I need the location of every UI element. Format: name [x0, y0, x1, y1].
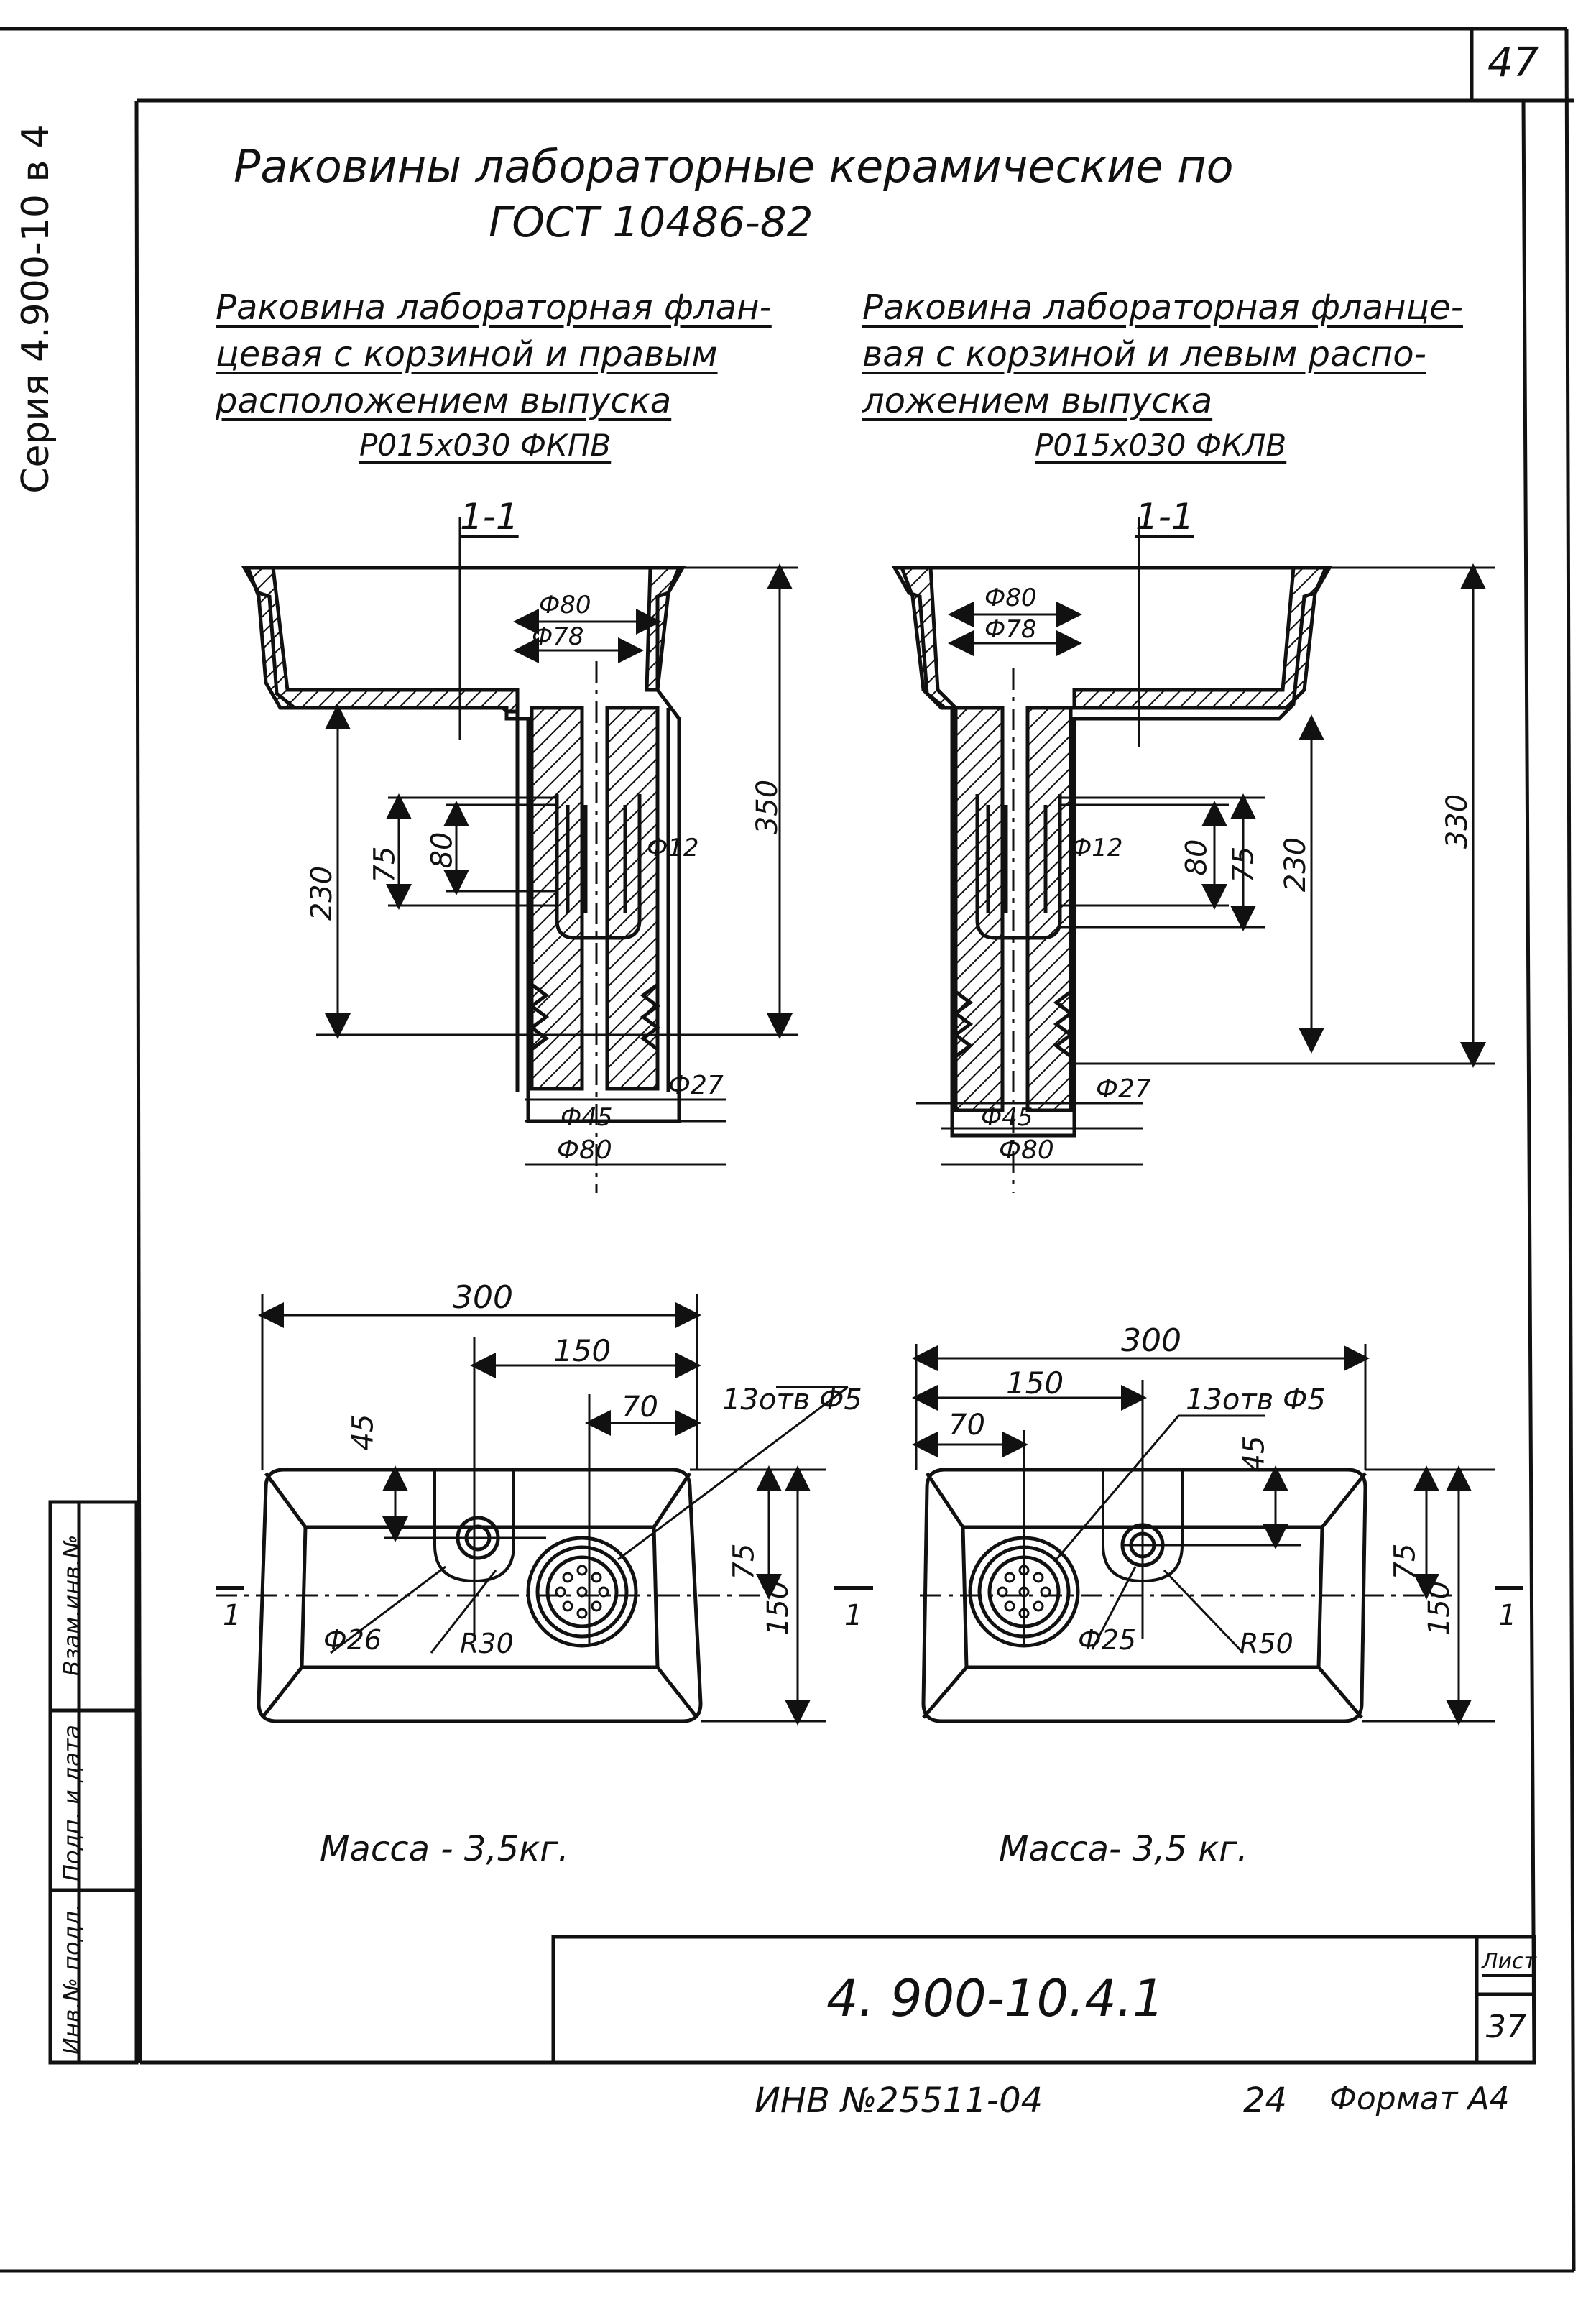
- right-caption-line-2: вая с корзиной и левым распо-: [862, 334, 1426, 374]
- right-mass: Масса- 3,5 кг.: [999, 1829, 1248, 1869]
- left-dim-v45: 45: [346, 1414, 380, 1451]
- series-label: Серия 4.900-10 в 4: [14, 124, 57, 494]
- left-caption-designation: Р015х030 ФКПВ: [359, 428, 612, 463]
- right-dim-d25: Ф25: [1078, 1624, 1137, 1656]
- sheet-number: 47: [1487, 40, 1539, 86]
- right-plan-drawing: [912, 1344, 1523, 1726]
- right-section-drawing: [891, 517, 1495, 1193]
- right-dim-w300: 300: [1121, 1322, 1181, 1359]
- left-caption-line-1: Раковина лабораторная флан-: [216, 287, 772, 328]
- left-dim-holes: 13отв Ф5: [722, 1383, 862, 1416]
- right-dim-d80-bottom: Ф80: [999, 1135, 1054, 1165]
- left-dim-h230: 230: [305, 865, 339, 921]
- left-plan-drawing: [216, 1294, 873, 1726]
- left-caption-line-3: расположением выпуска: [216, 381, 672, 421]
- left-dim-d45: Ф45: [561, 1103, 613, 1132]
- right-dim-w70: 70: [949, 1409, 985, 1442]
- left-dim-d80-bottom: Ф80: [557, 1135, 612, 1165]
- sheet-label: Лист: [1482, 1949, 1537, 1974]
- page-subtitle: ГОСТ 10486-82: [489, 198, 813, 247]
- left-dim-r30: R30: [460, 1628, 514, 1659]
- right-cut-mark: 1: [1498, 1599, 1517, 1632]
- right-caption-line-1: Раковина лабораторная фланце-: [862, 287, 1463, 328]
- left-dim-h350: 350: [751, 779, 785, 835]
- right-dim-d45: Ф45: [981, 1103, 1033, 1132]
- left-caption-line-2: цевая с корзиной и правым: [216, 334, 718, 374]
- right-dim-holes: 13отв Ф5: [1186, 1383, 1326, 1416]
- right-caption-line-3: ложением выпуска: [862, 381, 1213, 421]
- right-dim-w150: 150: [1006, 1365, 1064, 1401]
- left-dim-v150: 150: [762, 1580, 795, 1636]
- left-cut-mark-left: 1: [223, 1599, 241, 1632]
- footer-number: 24: [1243, 2081, 1288, 2121]
- left-mass: Масса - 3,5кг.: [320, 1829, 569, 1869]
- right-dim-d80-top: Ф80: [984, 584, 1037, 612]
- right-dim-v75: 75: [1388, 1543, 1422, 1580]
- right-dim-d78-top: Ф78: [984, 615, 1037, 644]
- left-dim-w70: 70: [622, 1391, 658, 1424]
- right-dim-r50: R50: [1240, 1628, 1293, 1659]
- right-dim-d27: Ф27: [1096, 1074, 1151, 1104]
- frame: [0, 27, 1576, 2273]
- left-cut-mark-right: 1: [844, 1599, 863, 1632]
- right-dim-v45: 45: [1237, 1435, 1271, 1473]
- right-dim-d12: Ф12: [1071, 834, 1123, 862]
- document-designation: 4. 900-10.4.1: [826, 1969, 1165, 2028]
- left-dim-w300: 300: [453, 1279, 513, 1316]
- side-stamp-original-inv: Инв.№ подл.: [58, 1903, 86, 2055]
- sheet-value: 37: [1486, 2009, 1526, 2045]
- right-dim-h75: 75: [1227, 846, 1260, 883]
- right-dim-v150: 150: [1423, 1580, 1457, 1636]
- right-section-mark: 1-1: [1135, 496, 1194, 538]
- left-dim-d78-top: Ф78: [532, 622, 584, 651]
- right-caption-designation: Р015х030 ФКЛВ: [1035, 428, 1287, 463]
- left-dim-h75: 75: [368, 846, 402, 883]
- right-dim-h230: 230: [1279, 837, 1313, 893]
- footer-inventory: ИНВ №25511-04: [755, 2081, 1043, 2121]
- side-stamp-signature-date: Подп. и дата: [58, 1725, 86, 1881]
- right-dim-h80: 80: [1180, 839, 1214, 876]
- left-dim-d12: Ф12: [647, 834, 699, 862]
- left-dim-w150: 150: [553, 1333, 612, 1368]
- footer-format: Формат А4: [1329, 2081, 1510, 2117]
- left-section-drawing: [241, 517, 798, 1193]
- side-stamp-replaced-inv: Взам.инв.№: [58, 1534, 86, 1677]
- left-dim-d26: Ф26: [323, 1624, 382, 1656]
- right-dim-h330: 330: [1441, 793, 1475, 849]
- left-dim-d27: Ф27: [668, 1071, 724, 1100]
- left-section-mark: 1-1: [460, 496, 519, 538]
- left-dim-v75: 75: [727, 1543, 761, 1580]
- left-dim-d80-top: Ф80: [539, 591, 591, 619]
- page-title: Раковины лабораторные керамические по: [234, 140, 1234, 193]
- left-dim-h80: 80: [425, 831, 459, 869]
